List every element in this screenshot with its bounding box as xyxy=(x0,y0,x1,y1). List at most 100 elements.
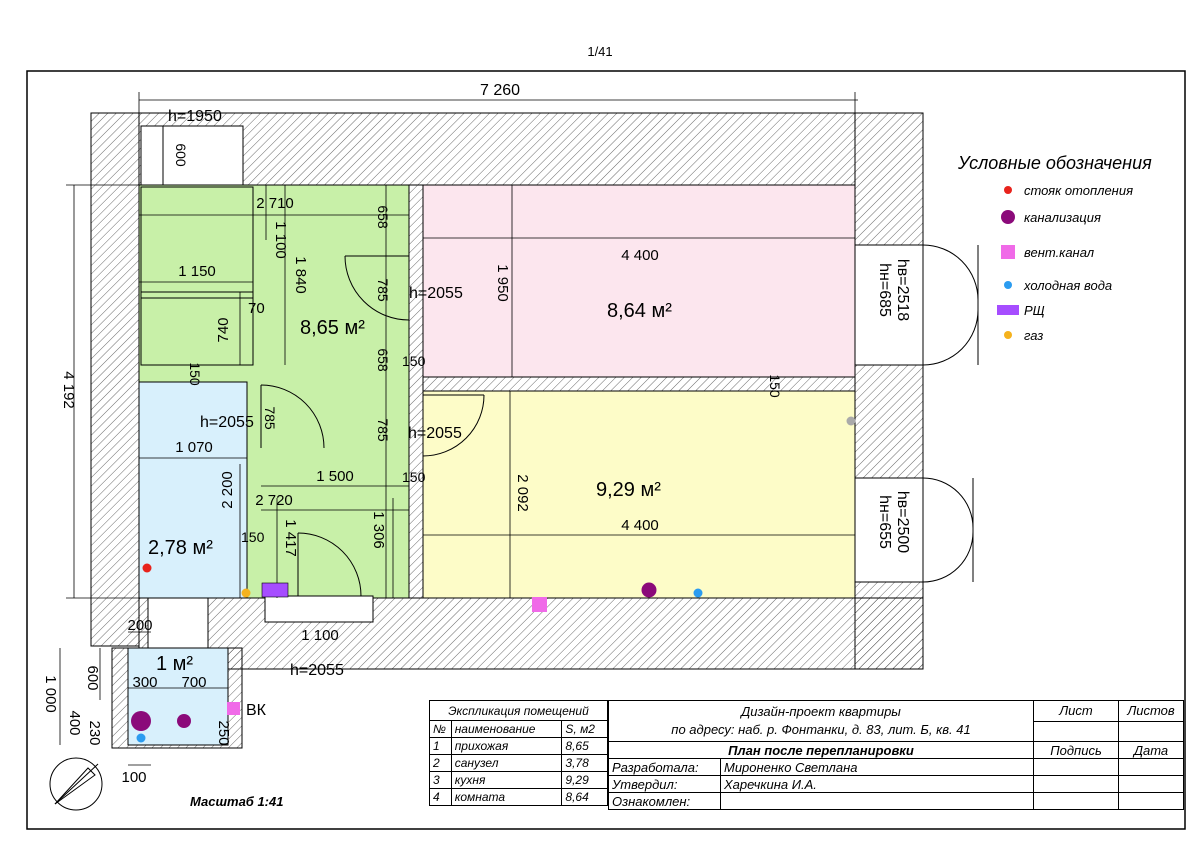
dim-600-wc: 600 xyxy=(84,665,101,690)
area-living: 8,64 м² xyxy=(607,300,672,322)
developer-label: Разработала: xyxy=(608,758,721,776)
dim-658-b: 658 xyxy=(375,348,391,372)
north-arrow xyxy=(49,757,103,811)
legend-item-panel: РЩ xyxy=(996,301,1045,319)
area-kitchen: 9,29 м² xyxy=(596,479,661,501)
legend-item-sewer: канализация xyxy=(996,208,1101,226)
developer-name: Мироненко Светлана xyxy=(720,758,1034,776)
dim-785-c: 785 xyxy=(262,406,278,430)
dimension-lines xyxy=(59,92,858,766)
room-living xyxy=(422,184,856,378)
sewer-kitchen xyxy=(641,582,657,598)
legend-item-cold-water: холодная вода xyxy=(996,276,1112,294)
dim-785-b: 785 xyxy=(375,418,391,442)
legend-item-heating: стояк отопления xyxy=(996,181,1133,199)
dim-1950: 1 950 xyxy=(494,264,511,302)
legend-title: Условные обозначения xyxy=(958,153,1152,173)
height-door-entry: h=2055 xyxy=(290,662,344,679)
reviewed-label: Ознакомлен: xyxy=(608,792,721,810)
height-door-kitchen: h=2055 xyxy=(408,425,462,442)
explication-title: Экспликация помещений xyxy=(429,700,608,721)
dim-1100-a: 1 100 xyxy=(272,221,289,259)
wc-door-opening xyxy=(147,597,209,649)
dim-230: 230 xyxy=(86,720,103,745)
closet xyxy=(140,186,254,366)
legend-item-gas: газ xyxy=(996,326,1043,344)
dim-1417: 1 417 xyxy=(282,519,299,557)
approver-label: Утвердил: xyxy=(608,775,721,793)
plan-title: План после перепланировки xyxy=(608,741,1034,759)
dim-300: 300 xyxy=(132,674,157,691)
door-room xyxy=(344,255,410,321)
dim-740: 740 xyxy=(215,317,232,342)
dim-150-a: 150 xyxy=(187,362,203,386)
sheet-number: 1/41 xyxy=(587,44,613,59)
heating-riser-icon xyxy=(996,182,1020,198)
dim-600-top: 600 xyxy=(173,143,189,167)
window2-bottom-height: hн=655 xyxy=(876,495,893,549)
dim-700: 700 xyxy=(181,674,206,691)
dim-200: 200 xyxy=(127,617,152,634)
sheets-label: Листов xyxy=(1118,700,1184,722)
dim-overall-width: 7 260 xyxy=(480,82,520,99)
electric-panel xyxy=(261,582,289,598)
dim-4400-b: 4 400 xyxy=(621,517,659,534)
legend-item-vent: вент.канал xyxy=(996,243,1094,261)
gas-icon xyxy=(996,327,1020,343)
dim-150-d: 150 xyxy=(241,529,265,545)
approver-name: Харечкина И.А. xyxy=(720,775,1034,793)
dim-150-c: 150 xyxy=(402,469,426,485)
dim-2200: 2 200 xyxy=(219,471,236,509)
vent-channel-icon xyxy=(996,244,1020,260)
dim-2092: 2 092 xyxy=(514,474,531,512)
col-area: S, м2 xyxy=(561,720,608,738)
sheet-frame xyxy=(26,70,1186,830)
window2-top-height: hв=2500 xyxy=(894,491,911,553)
dim-250: 250 xyxy=(215,720,232,745)
window-right-2 xyxy=(854,477,974,583)
scale-label: Масштаб 1:41 xyxy=(190,794,284,809)
area-hallway: 8,65 м² xyxy=(300,317,365,339)
cold-water-wc xyxy=(136,733,146,743)
dim-1000: 1 000 xyxy=(42,675,59,713)
door-kitchen xyxy=(422,394,485,457)
dim-150-b: 150 xyxy=(402,353,426,369)
dim-overall-height: 4 192 xyxy=(60,371,77,409)
height-door-room: h=2055 xyxy=(409,285,463,302)
area-wc: 1 м² xyxy=(156,653,193,675)
dim-1100-b: 1 100 xyxy=(301,627,339,644)
dim-1840: 1 840 xyxy=(292,256,309,294)
sign-label: Подпись xyxy=(1033,741,1119,759)
door-bath xyxy=(260,384,325,449)
sewer-wc xyxy=(131,711,151,731)
dim-1306: 1 306 xyxy=(370,511,387,549)
dim-70: 70 xyxy=(248,300,265,317)
heating-riser xyxy=(142,563,152,573)
dim-658-a: 658 xyxy=(375,205,391,229)
cold-water-icon xyxy=(996,277,1020,293)
dim-1150: 1 150 xyxy=(178,263,216,280)
window-right-1 xyxy=(854,244,979,366)
height-top-window: h=1950 xyxy=(168,108,222,125)
col-name: наименование xyxy=(450,720,563,738)
dim-2720: 2 720 xyxy=(255,492,293,509)
electric-panel-icon xyxy=(996,302,1020,318)
dim-785-a: 785 xyxy=(375,278,391,302)
vent-channel-wc xyxy=(227,702,240,715)
door-entry xyxy=(264,532,374,623)
vk-label: ВК xyxy=(246,702,267,719)
dim-400: 400 xyxy=(66,710,83,735)
window1-bottom-height: hн=685 xyxy=(876,263,893,317)
gas-point xyxy=(241,588,251,598)
dim-4400-a: 4 400 xyxy=(621,247,659,264)
window-top xyxy=(140,125,244,186)
vent-channel-kitchen xyxy=(532,597,547,612)
dim-1070: 1 070 xyxy=(175,439,213,456)
cold-water-kitchen xyxy=(693,588,703,598)
area-bath: 2,78 м² xyxy=(148,537,213,559)
